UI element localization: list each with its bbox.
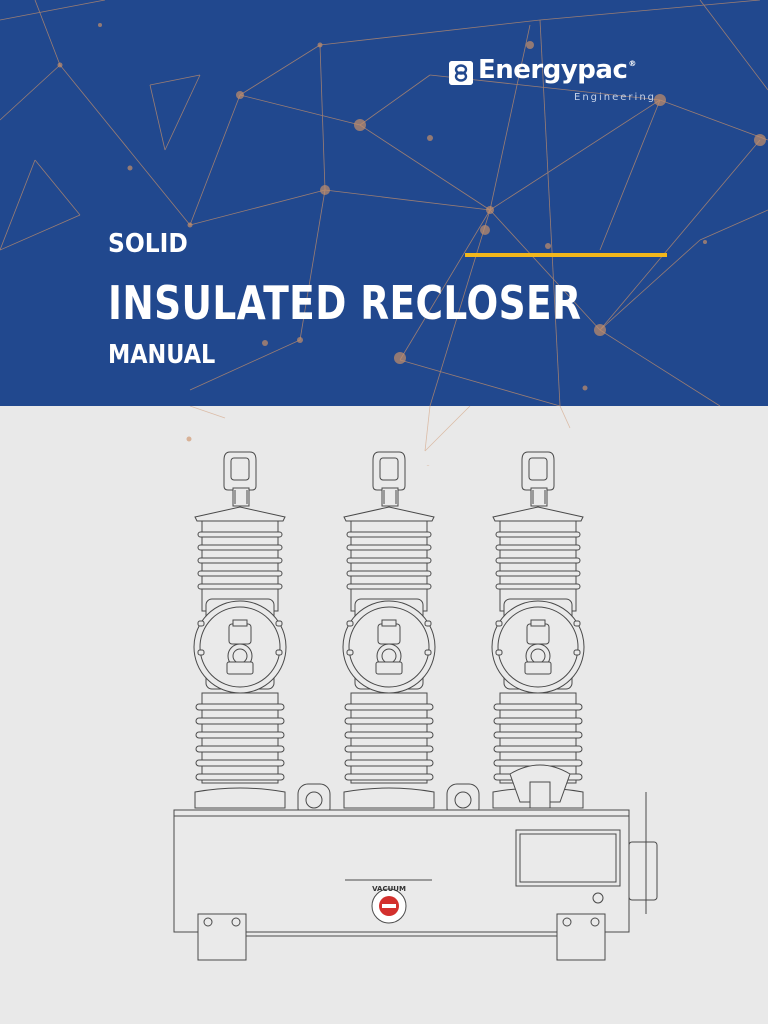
network-pattern — [0, 0, 768, 406]
pole-b — [342, 451, 436, 809]
accent-rule — [465, 253, 667, 257]
title-line-manual: MANUAL — [108, 340, 216, 370]
cover-header: Energypac® Engineering SOLID INSULATED R… — [0, 0, 768, 406]
pole-a — [193, 451, 287, 809]
brand-name: Energypac® — [478, 55, 636, 85]
brand-tagline: Engineering — [574, 92, 656, 103]
recloser-illustration: VACUUM — [173, 451, 658, 961]
vacuum-badge: VACUUM — [371, 885, 407, 924]
energypac-emblem-icon — [449, 61, 473, 85]
vacuum-badge-label: VACUUM — [372, 885, 406, 893]
energypac-logo: Energypac® Engineering — [449, 55, 664, 108]
network-pattern-lower — [186, 406, 571, 466]
registered-mark: ® — [628, 59, 636, 68]
title-line-solid: SOLID — [108, 229, 188, 259]
pole-c — [491, 451, 585, 809]
title-line-main: INSULATED RECLOSER — [108, 276, 582, 330]
